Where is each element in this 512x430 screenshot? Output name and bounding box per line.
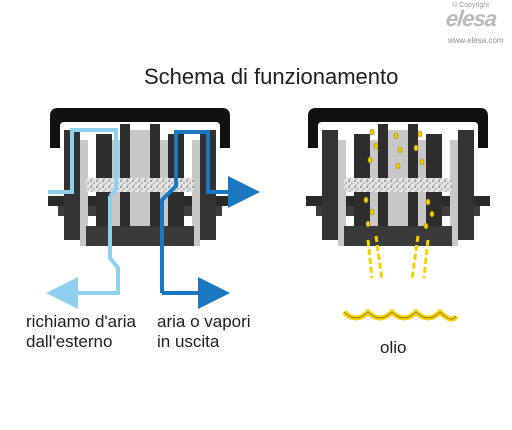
- air-in-arrow: [48, 128, 118, 194]
- air-out-arrow: [160, 130, 260, 293]
- copyright-notice: © Copyright: [452, 2, 490, 9]
- label-air-out-line-2: in uscita: [157, 332, 220, 351]
- website-url: www.elesa.com: [448, 36, 504, 45]
- label-oil: olio: [380, 338, 407, 357]
- label-air-in-line-2: dall'esterno: [26, 332, 113, 351]
- breather-left-diagram: [46, 108, 260, 309]
- label-air-out: aria o vapori in uscita: [157, 312, 251, 352]
- diagram-title: Schema di funzionamento: [144, 64, 399, 89]
- label-air-in-line-1: richiamo d'aria: [26, 312, 137, 331]
- label-air-in: richiamo d'aria dall'esterno: [26, 312, 136, 352]
- filter-right: [344, 178, 452, 192]
- cap-right: [308, 108, 488, 148]
- label-air-out-line-1: aria o vapori: [157, 312, 251, 331]
- oil-streams: [366, 235, 430, 281]
- filter-left: [86, 178, 194, 192]
- breather-right-diagram: [306, 108, 490, 322]
- cap-left: [50, 108, 230, 148]
- oil-droplets: [363, 128, 435, 230]
